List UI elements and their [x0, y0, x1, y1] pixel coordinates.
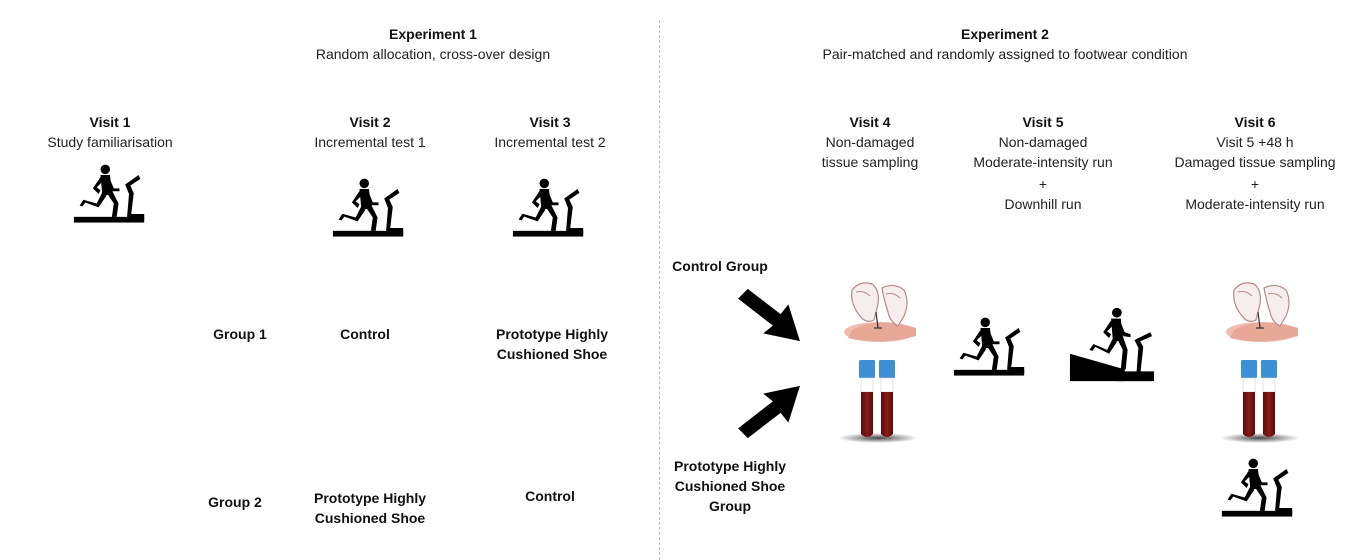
- treadmill-runner-icon: [331, 174, 407, 244]
- visit5-label: Visit 5: [1022, 114, 1064, 130]
- visit3-label: Visit 3: [529, 114, 571, 130]
- blood-tubes-icon: [833, 356, 923, 446]
- visit6-desc-line4: Moderate-intensity run: [1185, 196, 1325, 212]
- group1-visit2-condition: Control: [340, 326, 390, 342]
- control-group-label: Control Group: [672, 258, 768, 274]
- experiment1-title: Experiment 1: [389, 26, 477, 42]
- treadmill-runner-icon: [952, 313, 1028, 383]
- arrow-icon: [736, 382, 804, 440]
- visit2-desc: Incremental test 1: [314, 134, 426, 150]
- arrow-icon: [736, 287, 804, 345]
- treadmill-runner-icon: [1220, 454, 1296, 524]
- prototype-group-label-line1: Prototype Highly: [673, 458, 786, 474]
- visit1-label: Visit 1: [89, 114, 131, 130]
- visit5-desc-line2: Moderate-intensity run: [973, 154, 1113, 170]
- visit6-label: Visit 6: [1234, 114, 1276, 130]
- visit6-desc-line3: +: [1250, 176, 1260, 192]
- visit2-label: Visit 2: [349, 114, 391, 130]
- group2-visit2-condition-line1: Prototype Highly: [313, 490, 426, 506]
- group1-visit3-condition-line2: Cushioned Shoe: [496, 346, 608, 362]
- muscle-biopsy-icon: [1220, 276, 1300, 346]
- group1-visit3-condition-line1: Prototype Highly: [495, 326, 608, 342]
- experiment1-subtitle: Random allocation, cross-over design: [315, 46, 551, 62]
- group2-visit2-condition-line2: Cushioned Shoe: [314, 510, 426, 526]
- treadmill-runner-icon: [72, 160, 148, 230]
- group2-visit3-condition: Control: [525, 488, 575, 504]
- prototype-group-label-line2: Cushioned Shoe: [674, 478, 786, 494]
- visit5-desc-line1: Non-damaged: [998, 134, 1088, 150]
- muscle-biopsy-icon: [838, 276, 918, 346]
- blood-tubes-icon: [1215, 356, 1305, 446]
- visit5-desc-line4: Downhill run: [1004, 196, 1082, 212]
- experiment2-subtitle: Pair-matched and randomly assigned to fo…: [822, 46, 1188, 62]
- visit6-desc-line1: Visit 5 +48 h: [1216, 134, 1294, 150]
- experiment2-title: Experiment 2: [961, 26, 1049, 42]
- group2-label: Group 2: [208, 494, 262, 510]
- visit6-desc-line2: Damaged tissue sampling: [1174, 154, 1336, 170]
- prototype-group-label-line3: Group: [709, 498, 751, 514]
- group1-label: Group 1: [213, 326, 267, 342]
- downhill-treadmill-icon: [1068, 304, 1156, 384]
- visit4-desc-line2: tissue sampling: [821, 154, 919, 170]
- visit1-desc: Study familiarisation: [47, 134, 173, 150]
- experiment-divider: [659, 20, 660, 560]
- visit3-desc: Incremental test 2: [494, 134, 606, 150]
- visit4-desc-line1: Non-damaged: [825, 134, 915, 150]
- treadmill-runner-icon: [511, 174, 587, 244]
- visit4-label: Visit 4: [849, 114, 891, 130]
- visit5-desc-line3: +: [1038, 176, 1048, 192]
